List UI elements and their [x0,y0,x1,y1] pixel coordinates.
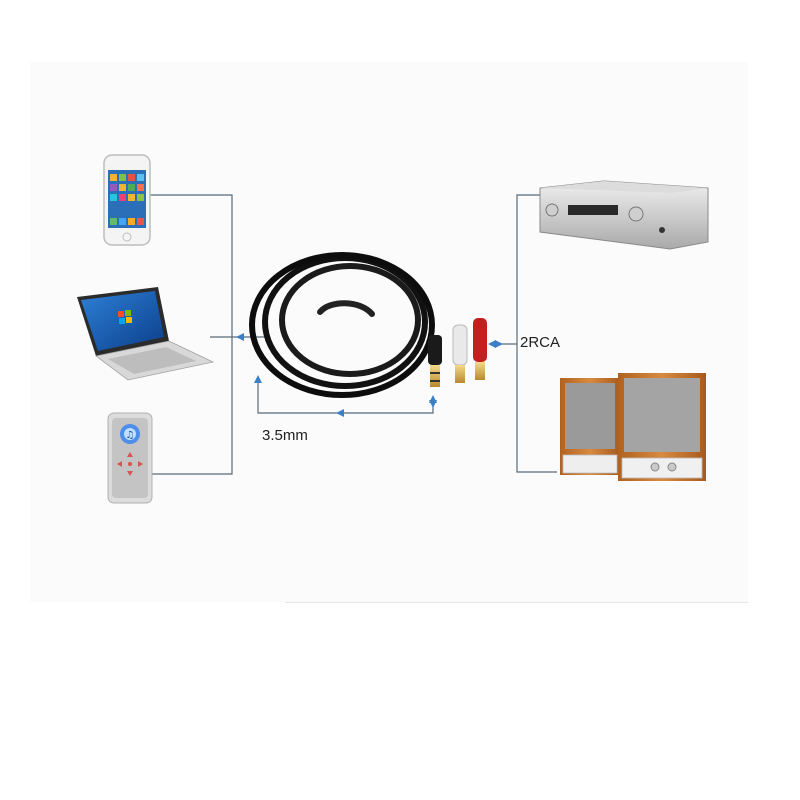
smartphone-icon [103,154,151,246]
arrow-up-icon [254,375,262,383]
plug-label: 2RCA [520,334,561,351]
arrows [236,333,503,417]
arrow-left-icon [488,340,496,348]
laptop-icon [77,287,215,381]
arrow-left-icon [236,333,244,341]
divider [285,602,748,603]
svg-text:♫: ♫ [126,430,135,441]
jack-label: 3.5mm [262,427,308,444]
speakers-icon [560,373,706,481]
audio-cable-icon [249,252,487,398]
arrow-down-icon [429,400,437,408]
arrow-right-icon [495,340,503,348]
arrow-left-icon [336,409,344,417]
amplifier-icon [539,180,709,250]
media-player-icon: ♫ [107,412,153,504]
